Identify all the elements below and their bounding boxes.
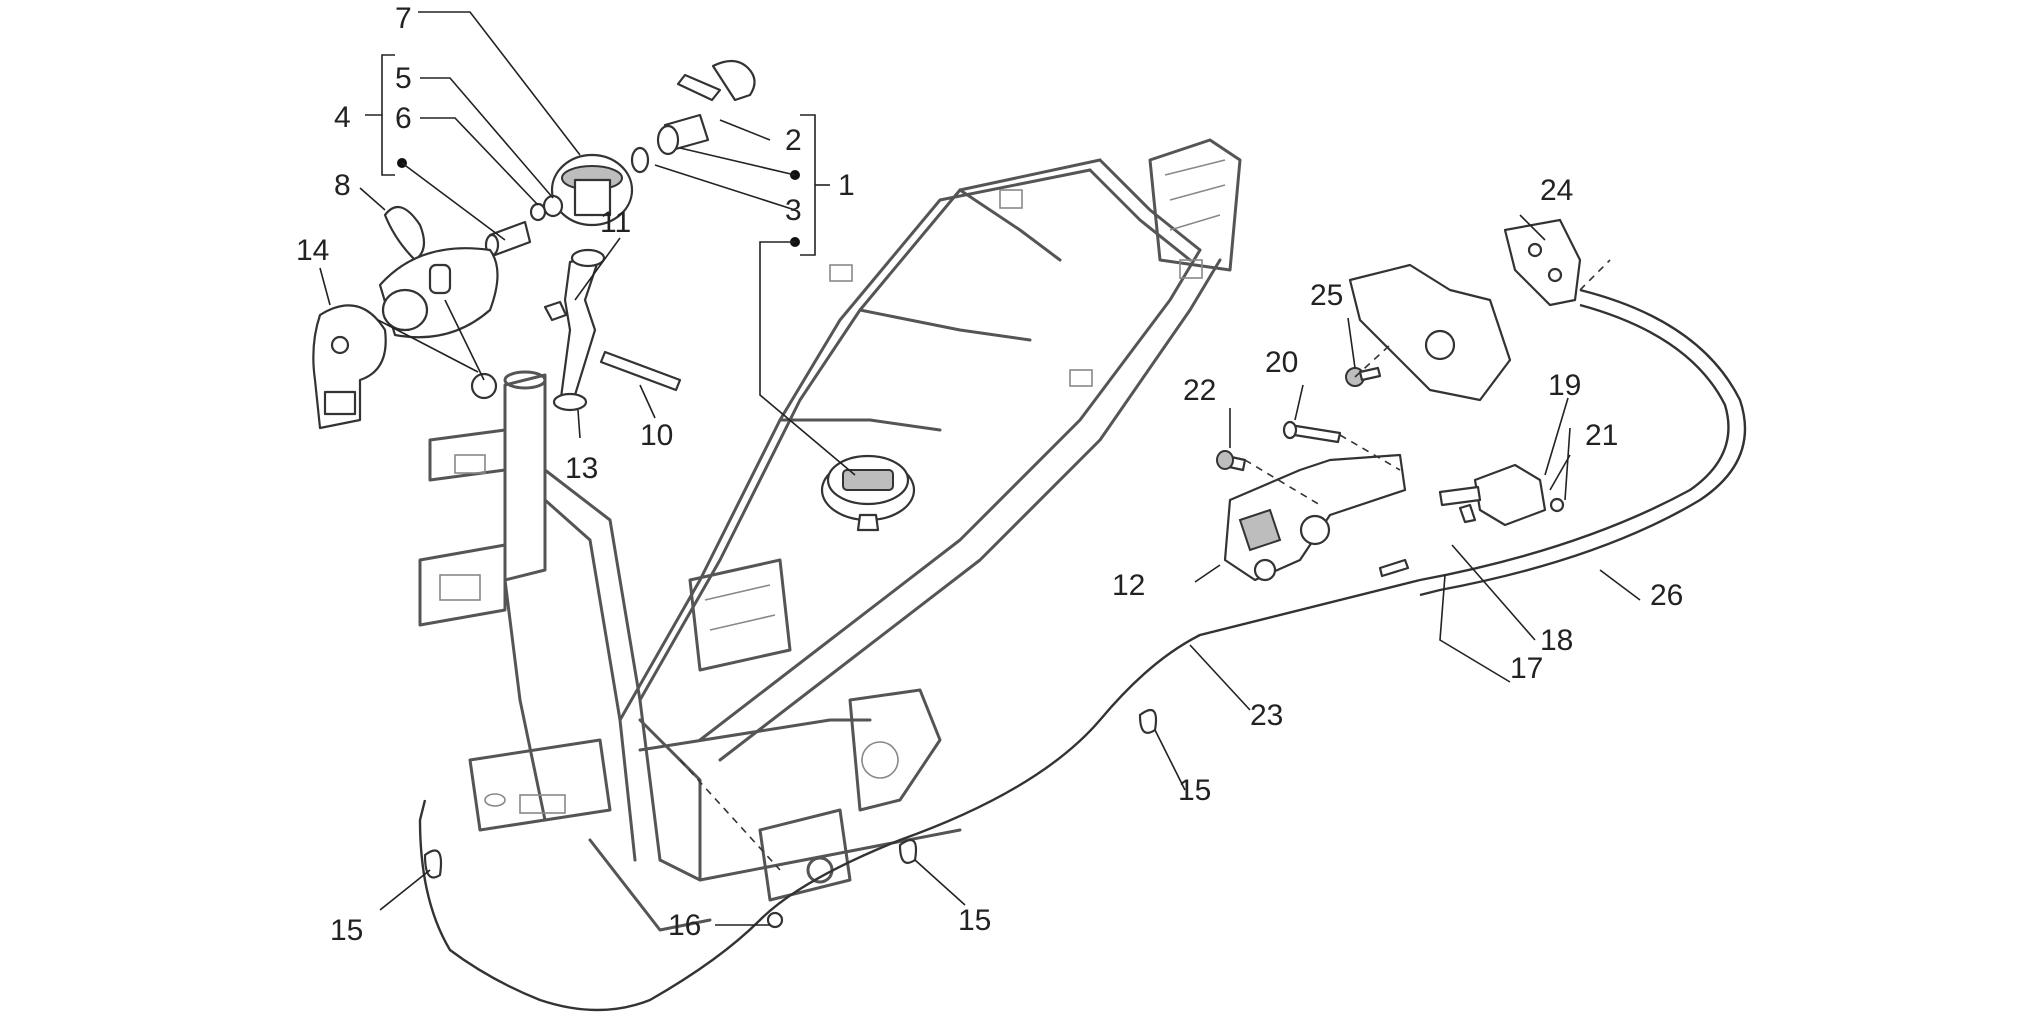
latch-actuator-part	[1438, 463, 1565, 527]
callout-21: 21	[1585, 419, 1618, 452]
callout-2: 2	[785, 124, 802, 157]
callout-11: 11	[600, 206, 631, 239]
lock-body-part	[550, 153, 634, 227]
callout-15-right: 15	[1178, 774, 1211, 807]
callout-23: 23	[1250, 699, 1283, 732]
callout-1: 1	[838, 169, 855, 202]
cables	[418, 259, 1747, 1012]
callout-6: 6	[395, 102, 412, 135]
washers-part	[529, 194, 564, 222]
callout-15-middle: 15	[958, 904, 991, 937]
rear-bracket-part	[1345, 218, 1582, 402]
callout-15-left: 15	[330, 914, 363, 947]
bracket-part	[312, 304, 387, 430]
callout-13: 13	[565, 452, 598, 485]
callout-labels: 7 5 6 4 8 14 2 3 1 11 10 13 12 22 20 25 …	[296, 2, 1683, 947]
ignition-key-part	[676, 59, 756, 102]
pin-part	[1378, 558, 1410, 578]
callout-8: 8	[334, 169, 351, 202]
callout-18: 18	[1540, 624, 1573, 657]
callout-7: 7	[395, 2, 412, 35]
callout-24: 24	[1540, 174, 1573, 207]
callout-26: 26	[1650, 579, 1683, 612]
spring-clip-part	[383, 205, 426, 262]
fuel-cap-part	[820, 454, 916, 532]
scooter-frame	[418, 138, 1242, 932]
callout-5: 5	[395, 62, 412, 95]
lock-housing-part	[378, 247, 499, 400]
callout-16: 16	[668, 909, 701, 942]
callout-12: 12	[1112, 569, 1145, 602]
callout-19: 19	[1548, 369, 1581, 402]
callout-4: 4	[334, 101, 351, 134]
callout-14: 14	[296, 234, 329, 267]
lock-actuator-part	[484, 220, 532, 257]
seat-latch-part	[1223, 453, 1407, 582]
lock-barrel-part	[630, 113, 710, 174]
callout-17: 17	[1510, 652, 1543, 685]
callout-3: 3	[785, 194, 802, 227]
callout-25: 25	[1310, 279, 1343, 312]
callout-22: 22	[1183, 374, 1216, 407]
callout-20: 20	[1265, 346, 1298, 379]
leader-lines	[319, 11, 1641, 926]
callout-10: 10	[640, 419, 673, 452]
lever-part	[543, 248, 682, 412]
bolts-part	[1216, 420, 1342, 472]
